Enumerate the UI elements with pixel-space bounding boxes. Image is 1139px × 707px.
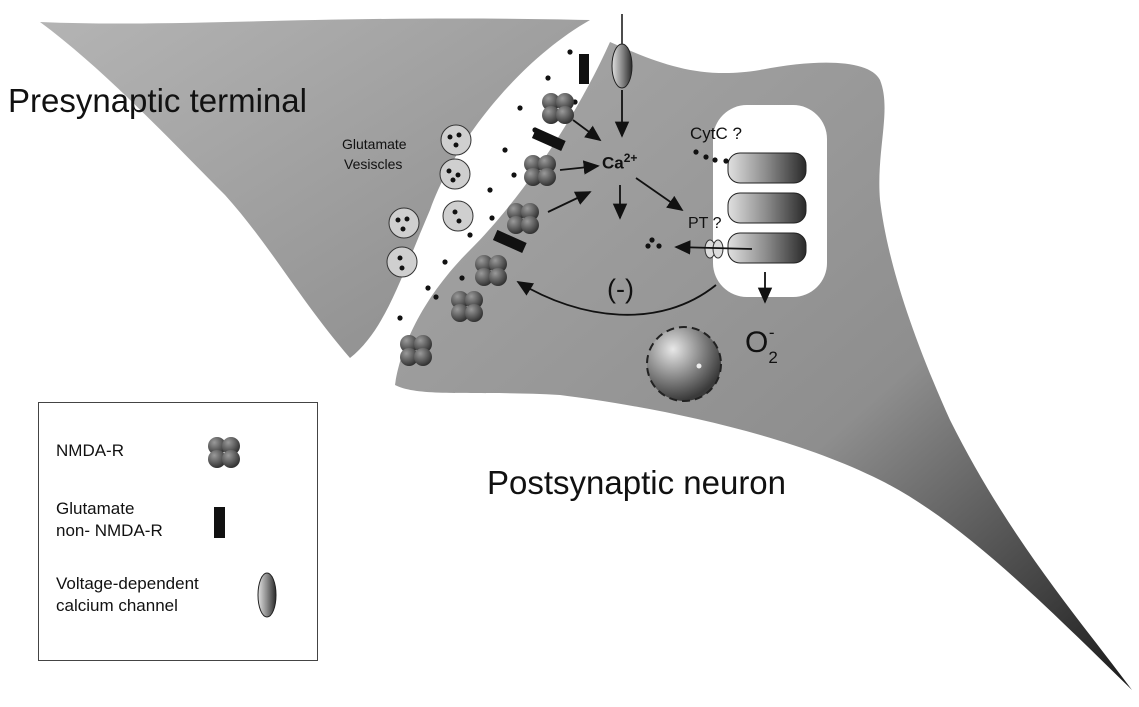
- legend-non-nmda-label: Glutamate non- NMDA-R: [56, 498, 163, 542]
- vesicle: [389, 208, 419, 238]
- glutamate-vesicles-label-line2: Vesiscles: [344, 157, 402, 171]
- damaged-cell-sphere: [647, 327, 721, 401]
- presynaptic-terminal-label: Presynaptic terminal: [8, 84, 307, 117]
- non-nmda-receptor-icon: [532, 128, 566, 151]
- legend-calcium-channel-icon: [255, 570, 279, 620]
- nmda-receptor-icon: [542, 93, 574, 124]
- superoxide-label: O2-: [745, 328, 783, 358]
- legend-nmda-icon: [204, 433, 244, 473]
- superoxide-base: O: [745, 326, 768, 359]
- calcium-channel-icon: [612, 14, 632, 88]
- superoxide-superscript: -: [769, 323, 775, 342]
- superoxide-subscript: 2: [768, 348, 777, 367]
- mitochondria-stack: [728, 153, 806, 263]
- calcium-base: Ca: [602, 154, 624, 173]
- glutamate-vesicles-label-line1: Glutamate: [342, 137, 407, 151]
- legend-non-nmda-icon: [213, 506, 227, 540]
- postsynaptic-neuron-label: Postsynaptic neuron: [487, 466, 786, 499]
- inhibition-label: (-): [607, 276, 634, 303]
- vesicle: [387, 247, 417, 277]
- legend-vdcc-label: Voltage-dependent calcium channel: [56, 573, 199, 617]
- calcium-label: Ca2+: [602, 152, 637, 172]
- vesicle: [441, 125, 471, 155]
- calcium-charge: 2+: [624, 151, 638, 165]
- legend-nmda-label: NMDA-R: [56, 440, 124, 462]
- legend-box: NMDA-R Glutamate non- NMDA-R Voltage-dep…: [38, 402, 318, 661]
- pt-label: PT ?: [688, 216, 722, 232]
- non-nmda-receptor-icon: [579, 54, 589, 84]
- vesicle: [440, 159, 470, 189]
- vesicle: [443, 201, 473, 231]
- cytc-label: CytC ?: [690, 125, 742, 142]
